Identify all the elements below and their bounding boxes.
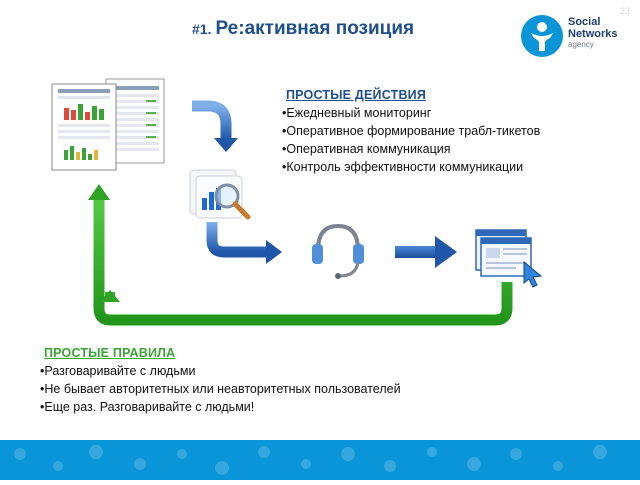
list-item: Не бывает авторитетных или неавторитетны…: [40, 380, 400, 398]
logo-line-2: Networks: [568, 28, 618, 40]
actions-heading: ПРОСТЫЕ ДЕЙСТВИЯ: [286, 88, 427, 102]
report-documents: [51, 78, 165, 171]
rules-list: Разговаривайте с людьми Не бывает автори…: [40, 362, 401, 416]
headset-icon: [312, 223, 364, 279]
brand-logo: Social Networks agency: [520, 14, 630, 60]
process-diagram: [51, 78, 543, 326]
browser-windows-icon: [475, 229, 532, 277]
arrow-green-return: [88, 184, 513, 326]
magnifier-chart-icon: [189, 169, 251, 220]
arrow-blue-3: [395, 236, 457, 268]
logo-line-3: agency: [568, 40, 594, 49]
logo-person-icon: [521, 15, 563, 57]
document-icon: [51, 83, 117, 171]
footer-band: [0, 440, 640, 480]
title-number: #1.: [192, 21, 212, 37]
page-title: #1.Ре:активная позиция: [192, 18, 414, 40]
list-item: Оперативное формирование трабл-тикетов: [282, 122, 540, 140]
simple-actions: ПРОСТЫЕ ДЕЙСТВИЯ Ежедневный мониторинг О…: [282, 86, 540, 176]
report-bars: [64, 146, 98, 160]
list-item: Оперативная коммуникация: [282, 140, 540, 158]
cursor-icon: [523, 260, 543, 288]
logo-line-1: Social: [568, 16, 601, 28]
footer-pattern: [14, 445, 607, 475]
list-item: Ежедневный мониторинг: [282, 104, 540, 122]
list-item: Контроль эффективности коммуникации: [282, 158, 540, 176]
page-number: 23: [620, 6, 631, 16]
list-item: Еще раз. Разговаривайте с людьми!: [40, 398, 401, 416]
actions-list: Ежедневный мониторинг Оперативное формир…: [282, 104, 540, 176]
title-text: Ре:активная позиция: [215, 18, 415, 39]
rules-heading: ПРОСТЫЕ ПРАВИЛА: [44, 346, 176, 360]
logo-text: Social Networks agency: [568, 16, 618, 50]
arrow-green-inner: [100, 290, 120, 302]
arrow-blue-1: [192, 100, 238, 152]
simple-rules: ПРОСТЫЕ ПРАВИЛА Разговаривайте с людьми …: [40, 344, 401, 416]
report-bars: [64, 104, 104, 120]
list-item: Разговаривайте с людьми: [40, 362, 401, 380]
arrow-blue-2: [206, 222, 282, 264]
